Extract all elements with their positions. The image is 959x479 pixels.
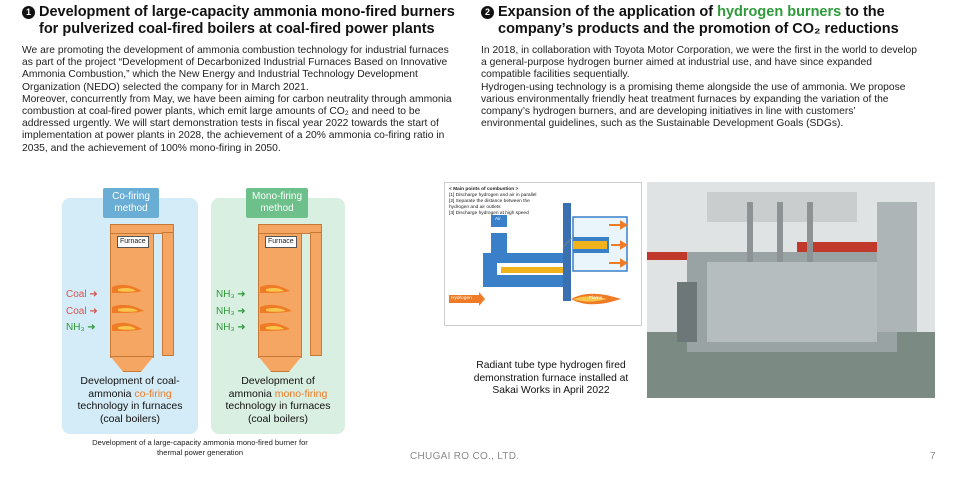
cofiring-boiler-flue	[162, 232, 174, 356]
left-paragraph-1: We are promoting the development of ammo…	[22, 45, 449, 93]
monofiring-fuel-1: NH₃ ➜	[216, 289, 246, 300]
footer-company: CHUGAI RO CO., LTD.	[410, 451, 520, 462]
right-paragraph-1: In 2018, in collaboration with Toyota Mo…	[481, 45, 917, 81]
right-body: In 2018, in collaboration with Toyota Mo…	[481, 45, 921, 130]
right-heading-line2: company’s products and the promotion of …	[498, 21, 899, 37]
cofiring-fuel-2: Coal ➜	[66, 306, 98, 317]
monofiring-boiler-roof	[258, 224, 322, 234]
cofiring-fuel-3: NH₃ ➜	[66, 322, 96, 333]
monofiring-fuel-2: NH₃ ➜	[216, 306, 246, 317]
cofiring-boiler-roof	[110, 224, 174, 234]
left-body: We are promoting the development of ammo…	[22, 45, 454, 155]
photo-caption: Radiant tube type hydrogen fired demonst…	[473, 360, 629, 396]
left-heading-line1: Development of large-capacity ammonia mo…	[39, 4, 455, 20]
monofiring-boiler-flue	[310, 232, 322, 356]
monofiring-caption: Development of ammonia mono-firing techn…	[225, 375, 331, 425]
number-badge-2: 2	[481, 6, 494, 19]
cofiring-furnace-label: Furnace	[117, 236, 149, 248]
cofiring-method-tag: Co-firing method	[103, 188, 159, 218]
monofiring-method-tag: Mono-firing method	[246, 188, 308, 218]
footer-page-number: 7	[930, 451, 936, 462]
hydrogen-label: Hydrogen	[451, 296, 472, 301]
cofiring-flames	[108, 283, 148, 342]
right-paragraph-2: Hydrogen-using technology is a promising…	[481, 81, 906, 130]
hydrogen-burners-highlight: hydrogen burners	[717, 4, 842, 20]
monofiring-fuel-3: NH₃ ➜	[216, 322, 246, 333]
left-figure-caption: Development of a large-capacity ammonia …	[92, 438, 308, 457]
air-label: Air	[495, 217, 501, 222]
left-heading: 1 Development of large-capacity ammonia m…	[22, 4, 462, 38]
left-heading-line2: for pulverized coal-fired boilers at coa…	[39, 21, 435, 37]
flame-label: Flame	[589, 296, 603, 301]
left-paragraph-2: Moreover, concurrently from May, we have…	[22, 93, 452, 154]
number-badge-1: 1	[22, 6, 35, 19]
monofiring-furnace-label: Furnace	[265, 236, 297, 248]
cofiring-fuel-1: Coal ➜	[66, 289, 98, 300]
furnace-photo-illustration	[647, 182, 935, 398]
monofiring-flames	[256, 283, 296, 342]
burner-diagram: < Main points of combustion > [1] Discha…	[444, 182, 642, 326]
burner-schematic	[449, 203, 628, 306]
cofiring-caption: Development of coal- ammonia co-firing t…	[77, 375, 183, 425]
furnace-photo	[647, 182, 935, 398]
cofiring-boiler	[110, 228, 154, 358]
diagram-points: < Main points of combustion > [1] Discha…	[449, 187, 537, 216]
